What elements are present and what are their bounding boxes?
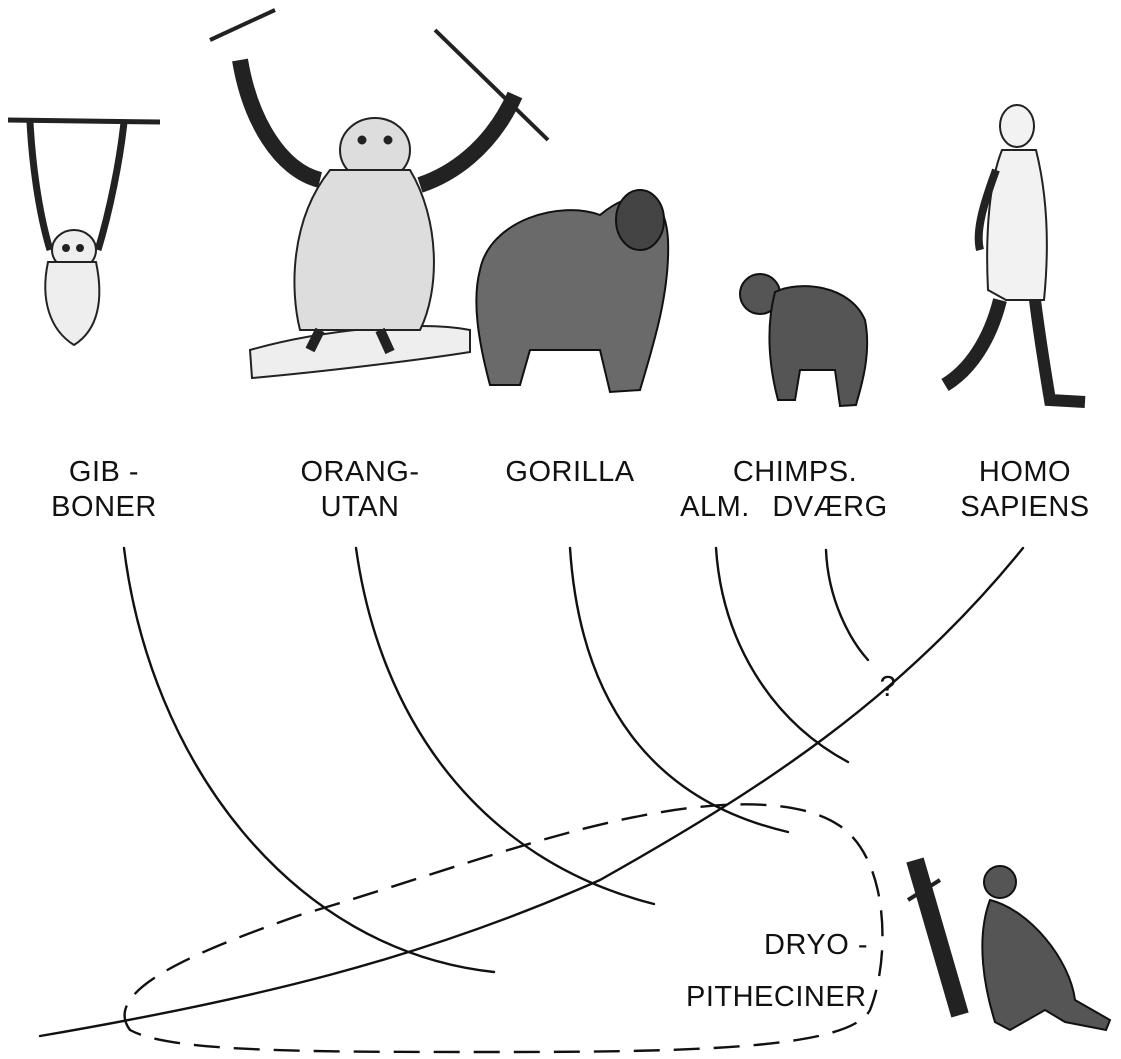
dryopithecine-illustration [908,860,1110,1030]
gorilla-label: GORILLA [490,455,650,489]
common-chimp-branch [716,548,848,762]
homo-sapiens-label-line2: SAPIENS [945,490,1105,524]
dryopithecine-label-line1: DRYO - [728,928,868,962]
orangutan-branch [356,548,654,904]
gibbons-label-line2: BONER [44,490,164,524]
chimpanzee-illustration [740,274,867,406]
dwarf-chimp-branch [826,550,868,660]
chimp-common-label: ALM. [670,490,760,524]
gibbon-illustration [8,120,160,345]
gibbons-label-line1: GIB - [44,455,164,489]
question-mark: ? [868,670,908,704]
human-illustration [945,105,1085,402]
dryopithecine-label-line2: PITHECINER [686,980,866,1014]
homo-sapiens-label-line1: HOMO [955,455,1095,489]
chimps-label: CHIMPS. [715,455,875,489]
gorilla-illustration [476,190,668,392]
gorilla-branch [570,548,788,832]
chimp-dwarf-label: DVÆRG [765,490,895,524]
orangutan-label-line2: UTAN [290,490,430,524]
orangutan-label-line1: ORANG- [290,455,430,489]
homo-sapiens-branch [40,548,1023,1036]
